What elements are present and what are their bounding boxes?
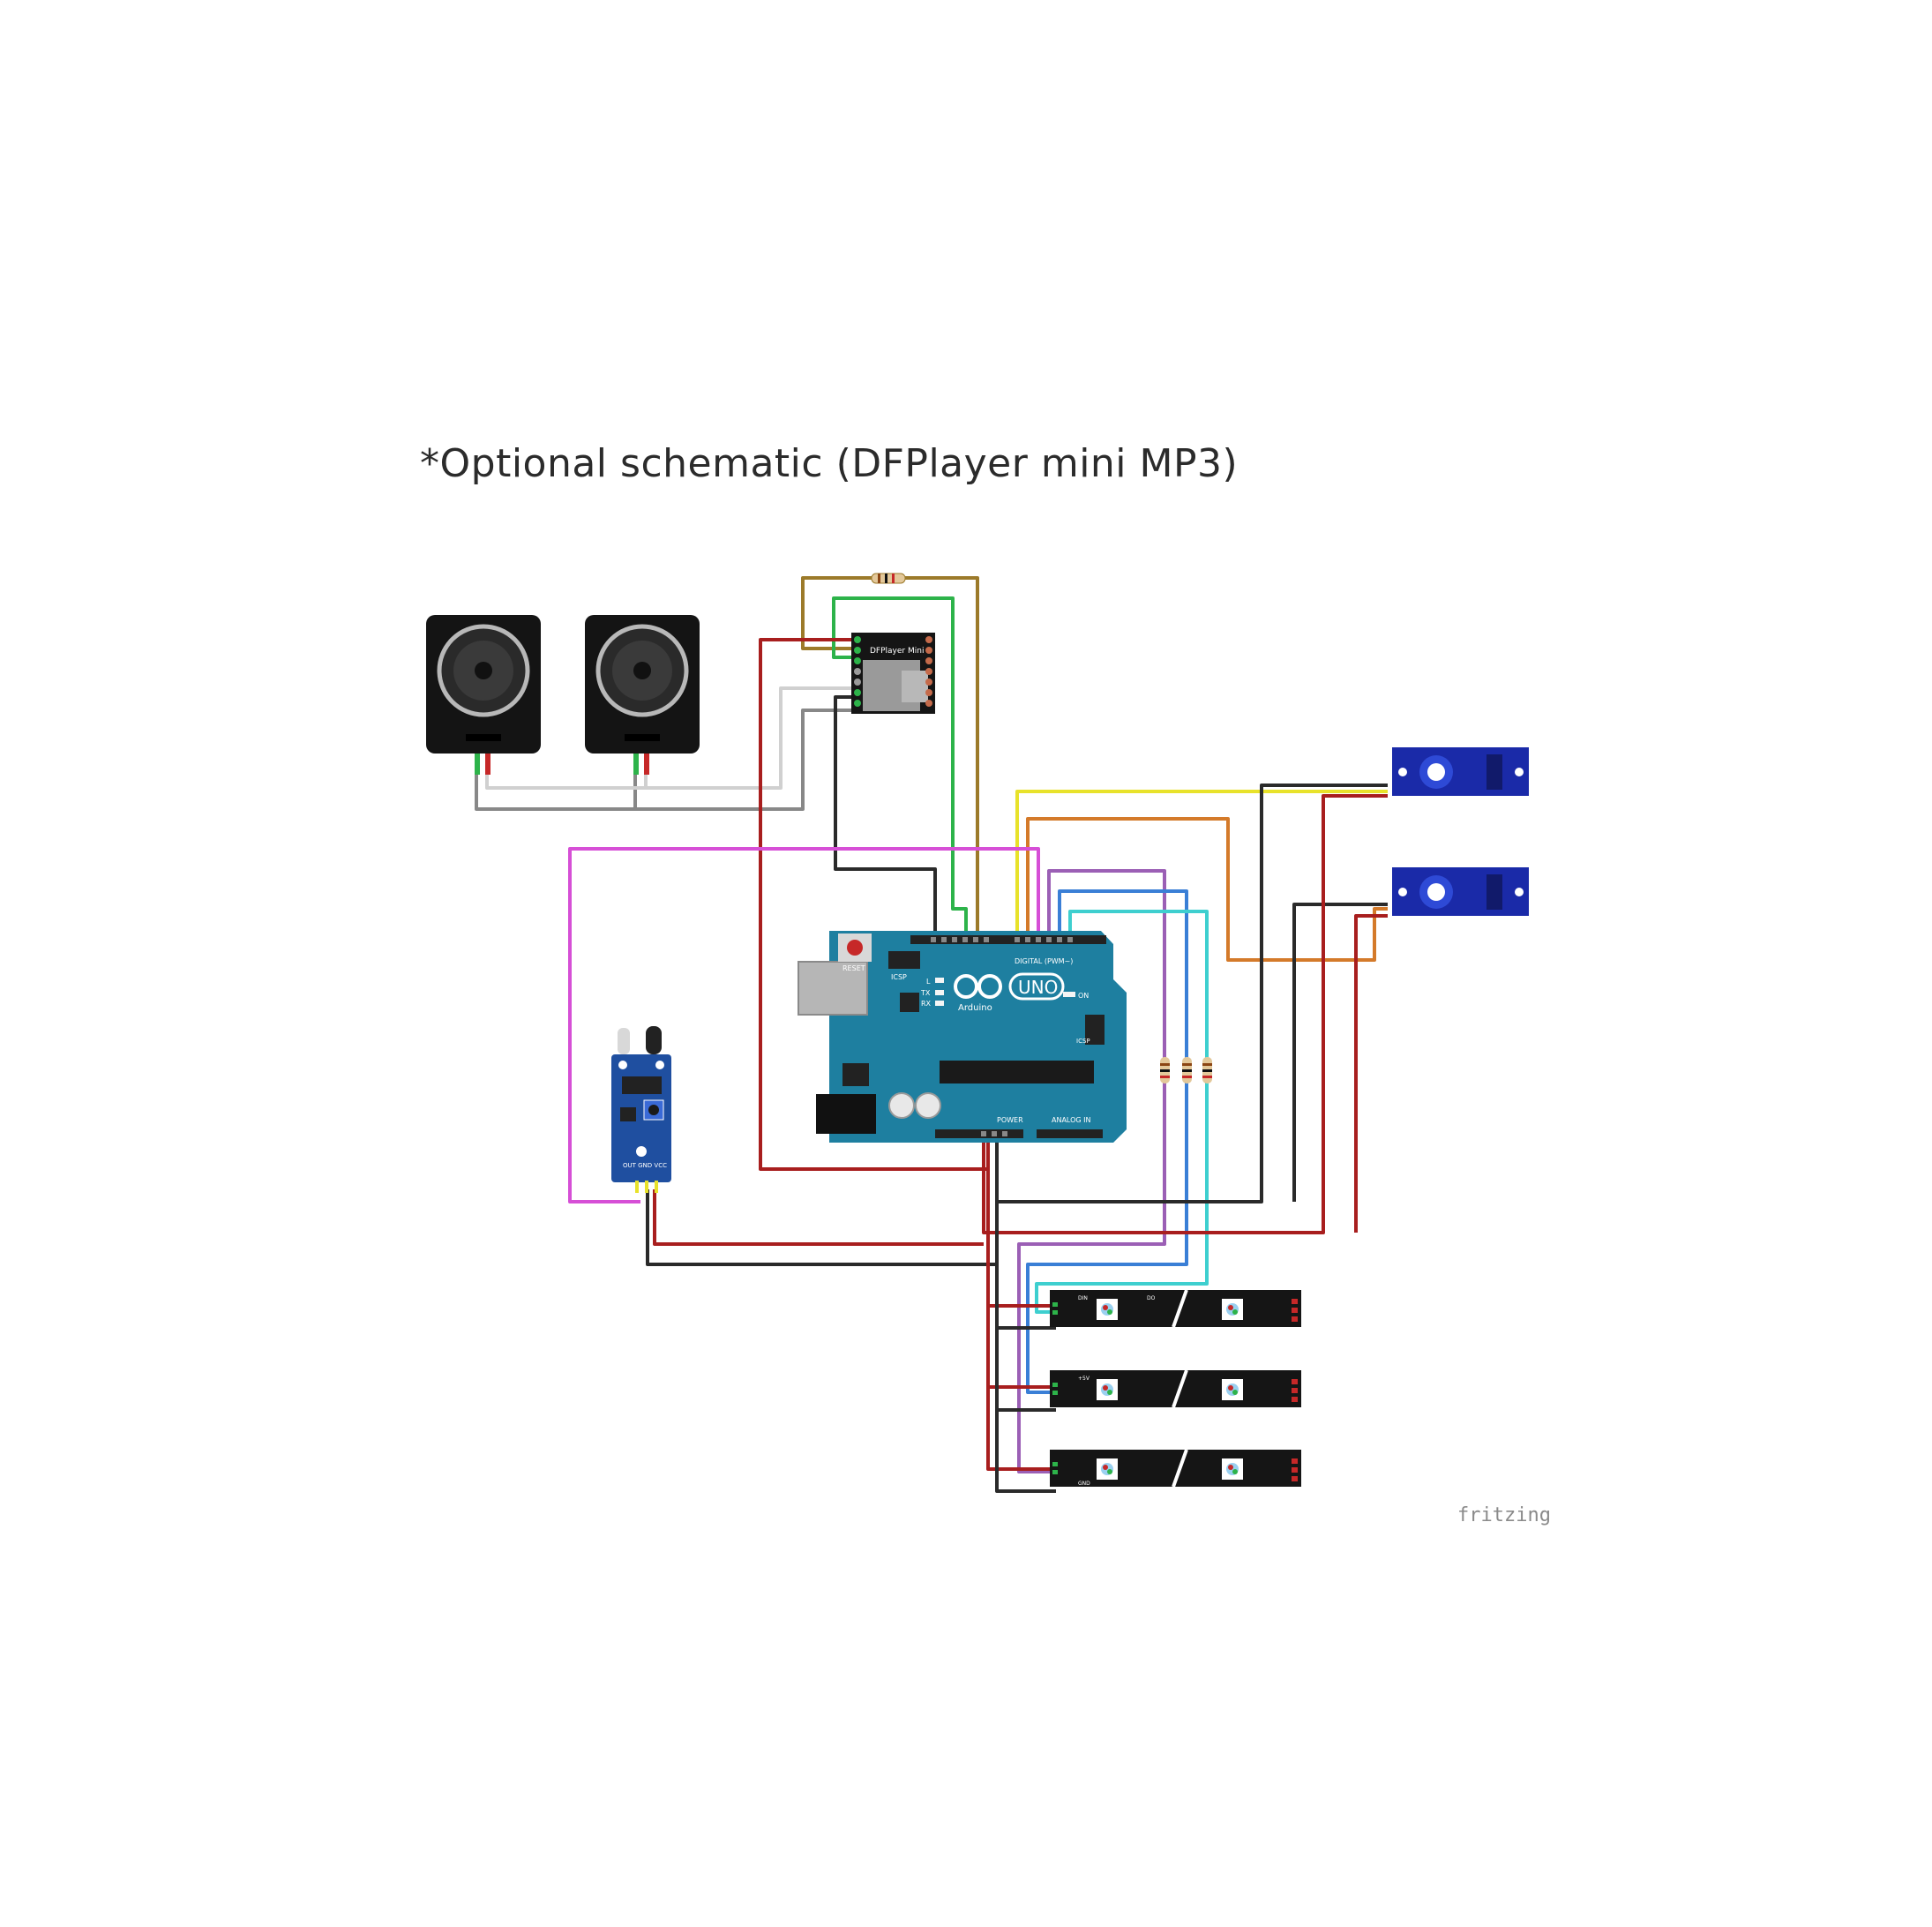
speaker-2 [585,615,700,775]
resistor-3 [1202,1057,1212,1083]
wire-purple [1017,869,1166,1473]
led-tx-label: TX [920,989,931,997]
dfplayer-pins-right [925,636,932,707]
strip-din-label: DIN [1078,1295,1088,1301]
diagram-title: *Optional schematic (DFPlayer mini MP3) [420,441,1239,486]
digital-label: DIGITAL (PWM~) [1015,957,1073,965]
wire-magenta [568,847,1040,1203]
led-strip-3: GND [1050,1449,1301,1488]
ir-sensor-module: OUT GND VCC [611,1026,671,1193]
wire-ir-red [653,1189,984,1246]
dfplayer-label: DFPlayer Mini [870,647,924,656]
led-l-label: L [926,978,931,986]
strip-v5-label: +5V [1078,1376,1090,1382]
wire-strip-red [986,1134,1056,1471]
icsp2-label: ICSP [1076,1038,1090,1045]
wire-yellow [1015,790,1388,940]
wire-speaker-white [485,686,860,790]
resistor-1 [1160,1057,1170,1083]
power-label: POWER [997,1116,1023,1124]
resistor-2 [1182,1057,1192,1083]
wire-cyan [1035,910,1209,1314]
wire-servo2-black [1292,903,1388,1202]
icsp-label: ICSP [891,973,907,981]
wire-strip-black [995,1134,1056,1493]
wire-brown-2 [903,576,979,940]
wire-blue [1026,889,1188,1394]
on-label: ON [1078,992,1089,1000]
power-pins [981,1131,1007,1136]
led-rx-label: RX [921,1000,932,1008]
wire-speaker-grey [475,709,865,811]
dfplayer-pins-left [854,636,861,707]
servo-2 [1392,867,1529,916]
wire-servo1-red [982,794,1388,1234]
arduino-logo-icon [954,974,1002,999]
analog-label: ANALOG IN [1052,1116,1091,1124]
wire-green [832,596,968,940]
led-strip-1: DIN DO [1050,1289,1301,1328]
dfplayer-module: DFPlayer Mini [851,633,935,714]
wires [475,576,1388,1493]
reset-label: RESET [842,964,865,972]
digital-pins [931,937,1073,942]
fritzing-watermark: fritzing [1457,1504,1551,1526]
led-strip-2: +5V [1050,1369,1301,1408]
wire-brown [801,576,873,650]
strip-gnd-label: GND [1078,1481,1090,1487]
uno-logo: UNO [1018,977,1058,998]
wire-orange [1026,817,1388,962]
arduino-brand: Arduino [958,1003,992,1013]
wire-servo2-red [1354,914,1388,1233]
servo-1 [1392,747,1529,796]
wire-ir-black [646,1189,997,1266]
ir-pins-label: OUT GND VCC [623,1162,667,1169]
arduino-uno-board: RESET ICSP DIGITAL (PWM~) UNO Arduino L … [798,931,1127,1143]
wire-black-df [834,695,937,940]
resistor-top [871,573,906,584]
strip-do-label: DO [1147,1295,1156,1301]
speaker-1 [426,615,541,775]
